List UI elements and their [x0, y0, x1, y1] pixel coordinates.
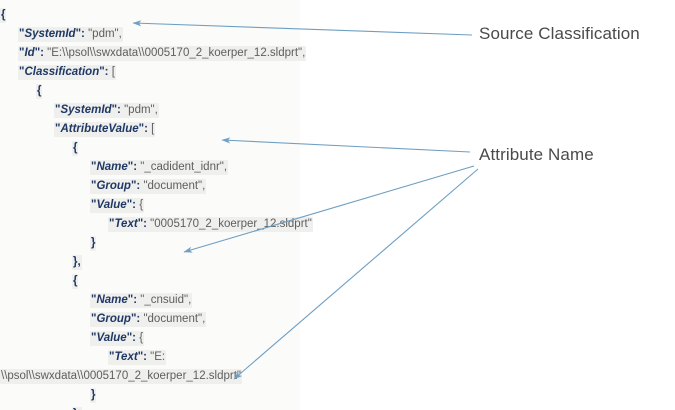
code-text: "Group": "document", — [90, 179, 207, 194]
code-line: } — [0, 386, 470, 405]
json-code-block: { "SystemId": "pdm", "Id": "E:\\psol\\swxd… — [0, 6, 470, 410]
json-value: "0005170_2_koerper_12.sldprt" — [146, 218, 312, 230]
code-line: "Name": "_cnsuid", — [0, 291, 470, 310]
json-value: "document", — [140, 180, 206, 192]
code-text: "Id": "E:\\psol\\swxdata\\0005170_2_koer… — [18, 46, 307, 61]
json-value: "_cnsuid", — [137, 294, 192, 306]
json-key: Name — [96, 161, 128, 173]
code-line: { — [0, 82, 470, 101]
code-text: "SystemId": "pdm", — [18, 27, 123, 42]
json-value: "document", — [140, 313, 206, 325]
json-token: }, — [73, 256, 81, 268]
json-value: { — [136, 332, 144, 344]
code-text: "Text": "E: — [108, 350, 167, 365]
annotation-label-source-classification: Source Classification — [479, 24, 640, 43]
code-text: "Value": { — [90, 198, 145, 213]
code-line: \\psol\\swxdata\\0005170_2_koerper_12.sl… — [0, 367, 470, 386]
code-line: "Text": "E: — [0, 348, 470, 367]
code-line: "Classification": [ — [0, 63, 470, 82]
code-line: "Value": { — [0, 196, 470, 215]
code-text: "Name": "_cadident_idnr", — [90, 160, 229, 175]
code-text: { — [72, 274, 79, 289]
code-text: "AttributeValue": [ — [54, 122, 156, 137]
json-value: "E: — [146, 351, 166, 363]
code-text: "SystemId": "pdm", — [54, 103, 159, 118]
code-text: { — [0, 8, 7, 23]
json-value: [ — [108, 66, 115, 78]
json-key: Id — [24, 47, 35, 59]
code-line: "Text": "0005170_2_koerper_12.sldprt" — [0, 215, 470, 234]
json-key: Value — [96, 199, 127, 211]
code-text: "Group": "document", — [90, 312, 207, 327]
code-line: "AttributeValue": [ — [0, 120, 470, 139]
code-line: "SystemId": "pdm", — [0, 101, 470, 120]
json-token: { — [73, 142, 78, 154]
code-line: "Id": "E:\\psol\\swxdata\\0005170_2_koer… — [0, 44, 470, 63]
json-token: }, — [73, 408, 81, 410]
json-value: "_cadident_idnr", — [137, 161, 228, 173]
json-value: { — [136, 199, 144, 211]
code-line: "Name": "_cadident_idnr", — [0, 158, 470, 177]
code-line: { — [0, 139, 470, 158]
json-value: [ — [147, 123, 155, 135]
code-line: { — [0, 6, 470, 25]
json-token: { — [73, 275, 78, 287]
code-line: "Group": "document", — [0, 177, 470, 196]
code-line: "Group": "document", — [0, 310, 470, 329]
annotation-label-attribute-name: Attribute Name — [479, 145, 594, 164]
json-key: Text — [114, 218, 138, 230]
json-key: Name — [96, 294, 128, 306]
json-token: } — [91, 237, 96, 249]
json-key: SystemId — [60, 104, 112, 116]
code-text: } — [90, 236, 97, 251]
code-text: } — [90, 388, 97, 403]
json-value: "E:\\psol\\swxdata\\0005170_2_koerper_12… — [43, 47, 306, 59]
code-text: "Value": { — [90, 331, 145, 346]
code-text: { — [72, 141, 79, 156]
json-value: "pdm", — [120, 104, 158, 116]
json-key: SystemId — [24, 28, 76, 40]
json-token: { — [37, 85, 42, 97]
json-key: Text — [114, 351, 138, 363]
json-value: "pdm", — [84, 28, 122, 40]
code-text: "Name": "_cnsuid", — [90, 293, 193, 308]
json-token: \\psol\\swxdata\\0005170_2_koerper_12.sl… — [1, 370, 241, 382]
json-key: Group — [96, 313, 131, 325]
code-line: } — [0, 234, 470, 253]
code-text: }, — [72, 255, 82, 270]
code-text: }, — [72, 407, 82, 410]
json-key: Classification — [24, 66, 100, 78]
code-line: }, — [0, 405, 470, 410]
code-line: "SystemId": "pdm", — [0, 25, 470, 44]
json-key: Group — [96, 180, 131, 192]
code-line: "Value": { — [0, 329, 470, 348]
code-text: "Classification": [ — [18, 65, 116, 80]
code-text: \\psol\\swxdata\\0005170_2_koerper_12.sl… — [0, 369, 242, 384]
json-key: AttributeValue — [60, 123, 139, 135]
json-key: Value — [96, 332, 127, 344]
code-line: { — [0, 272, 470, 291]
json-token: { — [1, 9, 6, 21]
code-text: "Text": "0005170_2_koerper_12.sldprt" — [108, 217, 313, 232]
code-text: { — [36, 84, 43, 99]
code-line: }, — [0, 253, 470, 272]
json-token: } — [91, 389, 96, 401]
